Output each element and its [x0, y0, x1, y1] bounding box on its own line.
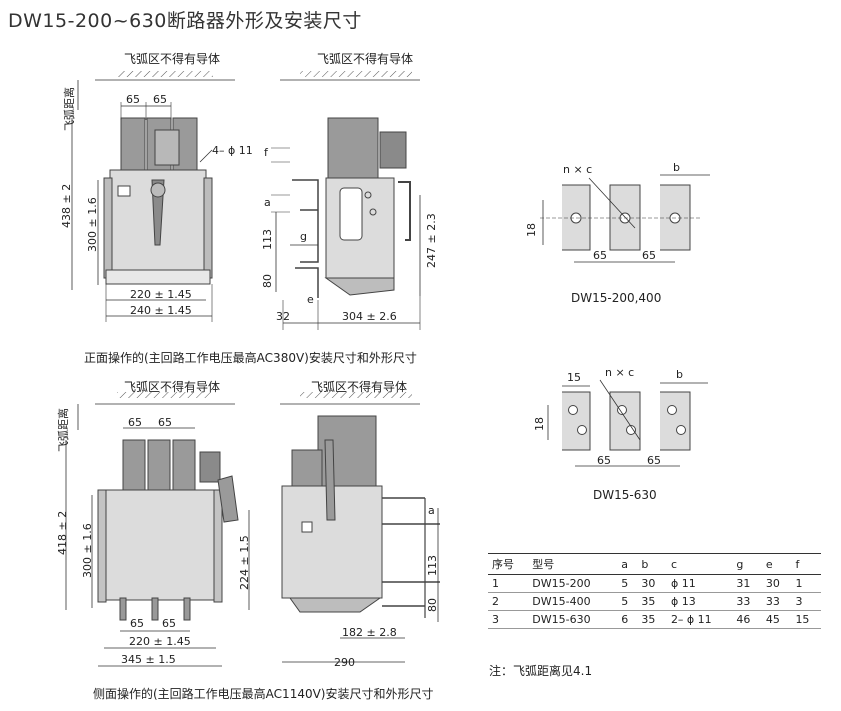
- dim-65: 65: [126, 93, 140, 106]
- table-cell: 2: [488, 592, 529, 611]
- dim-65: 65: [153, 93, 167, 106]
- dim-113: 113: [261, 229, 274, 250]
- dim-18: 18: [533, 417, 546, 431]
- table-cell: 30: [761, 574, 792, 593]
- dim-304: 304 ± 2.6: [342, 310, 397, 323]
- table-header: e: [761, 553, 792, 575]
- dim-438: 438 ± 2: [60, 183, 73, 228]
- table-row: 3 DW15-630 6 35 2– ϕ 11 46 45 15: [488, 610, 821, 629]
- dim-65: 65: [593, 249, 607, 262]
- table-cell: 1: [488, 574, 529, 593]
- dim-300: 300 ± 1.6: [81, 523, 94, 578]
- spec-table: 序号 型号 a b c g e f 1 DW15-200 5 30 ϕ 11 3…: [488, 553, 821, 629]
- dim-65: 65: [597, 454, 611, 467]
- table-header: 型号: [528, 553, 618, 575]
- dim-224: 224 ± 1.5: [238, 535, 251, 590]
- table-header: g: [732, 553, 762, 575]
- terminal-label: DW15-200,400: [571, 291, 662, 305]
- dim-b: b: [673, 161, 680, 174]
- page-title: DW15-200~630断路器外形及安装尺寸: [8, 10, 362, 32]
- footnote: 注：飞弧距离见4.1: [489, 664, 593, 678]
- table-cell: 3: [488, 610, 529, 629]
- dim-300: 300 ± 1.6: [86, 197, 99, 252]
- table-cell: 33: [732, 592, 762, 611]
- arc-zone-label: 飞弧区不得有导体: [124, 380, 221, 394]
- table-cell: DW15-400: [528, 592, 618, 611]
- top-side-view: [271, 71, 421, 330]
- table-cell: DW15-630: [528, 610, 618, 629]
- table-cell: 2– ϕ 11: [666, 610, 733, 629]
- dim-65: 65: [128, 416, 142, 429]
- table-header: b: [637, 553, 667, 575]
- table-cell: 45: [761, 610, 792, 629]
- table-header: c: [666, 553, 733, 575]
- dim-b: b: [676, 368, 683, 381]
- table-cell: ϕ 13: [666, 592, 733, 611]
- table-header: a: [617, 553, 638, 575]
- table-cell: 33: [761, 592, 792, 611]
- arc-zone-label: 飞弧区不得有导体: [311, 380, 408, 394]
- dim-65: 65: [647, 454, 661, 467]
- table-cell: 35: [637, 610, 667, 629]
- table-cell: 15: [791, 610, 821, 629]
- table-row: 2 DW15-400 5 35 ϕ 13 33 33 3: [488, 592, 821, 611]
- dim-345: 345 ± 1.5: [121, 653, 176, 666]
- table-cell: 46: [732, 610, 762, 629]
- dim-65: 65: [162, 617, 176, 630]
- dim-18: 18: [525, 223, 538, 237]
- table-header: 序号: [488, 553, 529, 575]
- dim-nxc: n × c: [563, 163, 593, 176]
- top-caption: 正面操作的(主回路工作电压最高AC380V)安装尺寸和外形尺寸: [84, 351, 417, 365]
- dim-80: 80: [261, 274, 274, 288]
- dim-65: 65: [130, 617, 144, 630]
- table-cell: 5: [617, 592, 638, 611]
- dim-a: a: [428, 504, 435, 517]
- table-cell: ϕ 11: [666, 574, 733, 593]
- dim-65: 65: [642, 249, 656, 262]
- dim-220: 220 ± 1.45: [129, 635, 191, 648]
- table-cell: 3: [791, 592, 821, 611]
- dim-240: 240 ± 1.45: [130, 304, 192, 317]
- bottom-front-view: [65, 392, 250, 667]
- dim-32: 32: [276, 310, 290, 323]
- table-cell: 6: [617, 610, 638, 629]
- arc-zone-label: 飞弧区不得有导体: [317, 52, 414, 66]
- dim-220: 220 ± 1.45: [130, 288, 192, 301]
- arc-zone-label: 飞弧区不得有导体: [124, 52, 221, 66]
- dim-247: 247 ± 2.3: [425, 213, 438, 268]
- table-cell: 31: [732, 574, 762, 593]
- dim-80: 80: [426, 598, 439, 612]
- top-front-view: [71, 71, 235, 322]
- table-cell: DW15-200: [528, 574, 618, 593]
- arc-distance-label: 飞弧距离: [63, 87, 76, 131]
- dim-15: 15: [567, 371, 581, 384]
- table-header: f: [791, 553, 821, 575]
- table-row: 1 DW15-200 5 30 ϕ 11 31 30 1: [488, 574, 821, 593]
- dim-f: f: [264, 146, 268, 159]
- dim-290: 290: [334, 656, 355, 669]
- dim-418: 418 ± 2: [56, 510, 69, 555]
- terminal-label: DW15-630: [593, 488, 657, 502]
- dim-182: 182 ± 2.8: [342, 626, 397, 639]
- table-cell: 1: [791, 574, 821, 593]
- dim-holes: 4– ϕ 11: [212, 144, 253, 157]
- dim-g: g: [300, 230, 307, 243]
- arc-distance-label: 飞弧距离: [57, 408, 70, 452]
- dim-a: a: [264, 196, 271, 209]
- bottom-side-view: [280, 392, 440, 663]
- dim-113: 113: [426, 555, 439, 576]
- table-cell: 35: [637, 592, 667, 611]
- dim-nxc: n × c: [605, 366, 635, 379]
- table-header-row: 序号 型号 a b c g e f: [488, 553, 821, 575]
- table-cell: 30: [637, 574, 667, 593]
- dim-e: e: [307, 293, 314, 306]
- terminal-detail-630: [547, 379, 708, 467]
- bottom-caption: 侧面操作的(主回路工作电压最高AC1140V)安装尺寸和外形尺寸: [93, 687, 434, 701]
- dim-65: 65: [158, 416, 172, 429]
- table-cell: 5: [617, 574, 638, 593]
- terminal-detail-200-400: [540, 174, 710, 263]
